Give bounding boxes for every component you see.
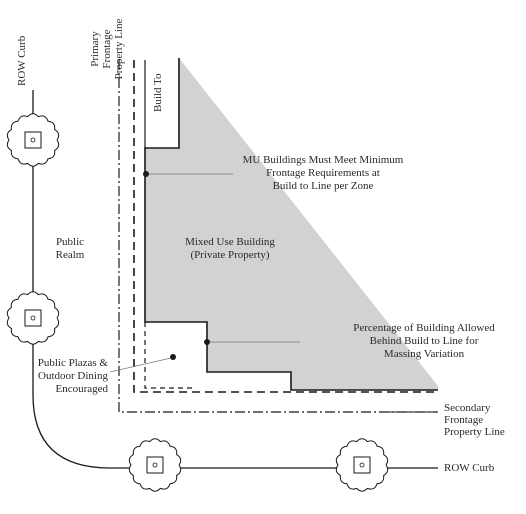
public-plazas-label: Public Plazas & Outdoor Dining Encourage…	[37, 357, 108, 395]
tree-grate	[24, 309, 42, 327]
build-to-label: Build To	[152, 73, 164, 112]
tree-icon	[128, 438, 182, 492]
plaza-leader	[109, 357, 172, 373]
tree-grate	[24, 131, 42, 149]
percentage-note: Percentage of Building Allowed Behind Bu…	[353, 322, 495, 360]
mixed-use-building-mass	[145, 58, 438, 390]
plaza-boundary-line	[144, 322, 193, 389]
row-curb-horizontal-label: ROW Curb	[444, 462, 495, 474]
primary-frontage-label: Primary Frontage Property Line	[89, 18, 125, 80]
tree-grate	[353, 456, 371, 474]
plaza-leader-dot	[170, 354, 176, 360]
tree-grate	[146, 456, 164, 474]
build-to-line	[133, 60, 438, 393]
tree-icon	[6, 113, 60, 167]
mu-buildings-note: MU Buildings Must Meet Minimum Frontage …	[242, 154, 404, 192]
percentage-note-leader-dot	[204, 339, 210, 345]
tree-icon	[6, 291, 60, 345]
tree-icon	[335, 438, 389, 492]
property-line	[118, 60, 438, 413]
public-realm-label: Public Realm	[55, 236, 85, 261]
tree-trunk	[30, 315, 36, 321]
row-curb-line	[32, 90, 438, 469]
row-curb-vertical-label: ROW Curb	[16, 35, 28, 86]
mixed-use-building-label: Mixed Use Building (Private Property)	[185, 236, 275, 261]
tree-trunk	[152, 462, 158, 468]
mu-note-leader-dot	[143, 171, 149, 177]
tree-trunk	[359, 462, 365, 468]
tree-trunk	[30, 137, 36, 143]
secondary-frontage-label: Secondary Frontage Property Line	[444, 402, 505, 438]
building-outline	[144, 58, 438, 391]
